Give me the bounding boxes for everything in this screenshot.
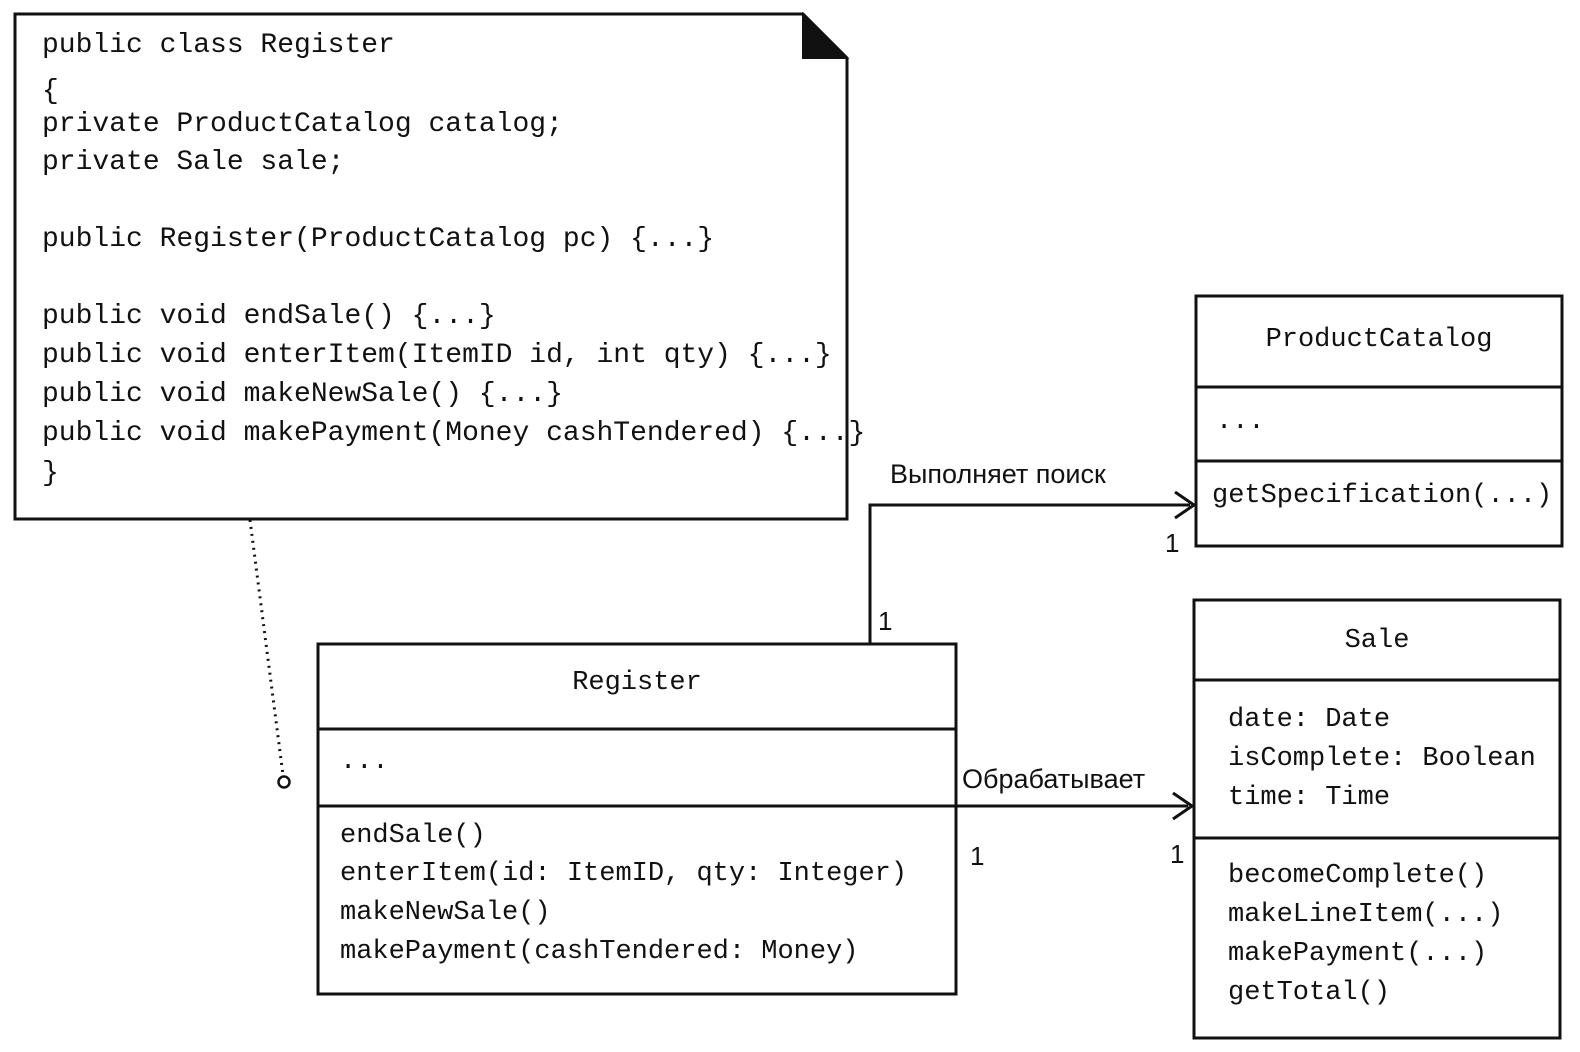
register-op: endSale() <box>340 821 486 851</box>
register-op: enterItem(id: ItemID, qty: Integer) <box>340 859 908 889</box>
code-note-line: } <box>42 458 59 489</box>
code-note-line: public void endSale() {...} <box>42 301 496 332</box>
code-note-line: public class Register <box>42 30 395 61</box>
note-dog-ear <box>802 11 850 59</box>
productcatalog-class: ProductCatalog ... getSpecification(...) <box>1196 296 1562 546</box>
code-note-outline <box>13 12 849 521</box>
sale-attribute: date: Date <box>1228 705 1391 735</box>
sale-box <box>1192 598 1562 1040</box>
code-note-line: private ProductCatalog catalog; <box>42 109 563 140</box>
note-anchor-line <box>248 519 285 776</box>
code-note-line: public void enterItem(ItemID id, int qty… <box>42 340 832 371</box>
code-note-line: public void makePayment(Money cashTender… <box>42 418 866 449</box>
sale-attribute: time: Time <box>1228 783 1391 813</box>
productcatalog-op: getSpecification(...) <box>1212 481 1553 511</box>
lookup-multiplicity-source: 1 <box>878 606 893 636</box>
lookup-association-line <box>868 503 1190 644</box>
code-note-line: public void makeNewSale() {...} <box>42 379 563 410</box>
handles-multiplicity-target: 1 <box>1170 839 1185 869</box>
sale-op: getTotal() <box>1228 978 1391 1008</box>
register-op: makePayment(cashTendered: Money) <box>340 937 859 967</box>
productcatalog-box <box>1194 294 1564 548</box>
register-class-name: Register <box>572 668 702 698</box>
handles-arrowhead <box>1172 791 1195 821</box>
sale-op: makePayment(...) <box>1228 939 1488 969</box>
register-attributes: ... <box>340 747 389 777</box>
productcatalog-attributes: ... <box>1216 407 1265 437</box>
handles-association-label: Обрабатывает <box>962 764 1146 794</box>
sale-class-name: Sale <box>1344 626 1410 656</box>
code-note-line: { <box>42 76 59 107</box>
lookup-multiplicity-target: 1 <box>1165 528 1180 558</box>
handles-multiplicity-source: 1 <box>970 841 985 871</box>
code-note-line: private Sale sale; <box>42 147 345 178</box>
lookup-arrowhead <box>1174 490 1197 520</box>
register-op: makeNewSale() <box>340 898 551 928</box>
sale-op: makeLineItem(...) <box>1228 900 1504 930</box>
sale-attribute: isComplete: Boolean <box>1228 744 1536 774</box>
sale-class: Sale date: Date isComplete: Boolean time… <box>1194 600 1560 1038</box>
register-class: Register ... endSale() enterItem(id: Ite… <box>318 644 956 994</box>
code-note-line: public Register(ProductCatalog pc) {...} <box>42 224 715 255</box>
sale-op: becomeComplete() <box>1228 861 1488 891</box>
note-anchor-circle <box>277 775 291 789</box>
register-box <box>316 642 958 996</box>
productcatalog-class-name: ProductCatalog <box>1265 325 1493 355</box>
lookup-association-label: Выполняет поиск <box>890 459 1106 489</box>
